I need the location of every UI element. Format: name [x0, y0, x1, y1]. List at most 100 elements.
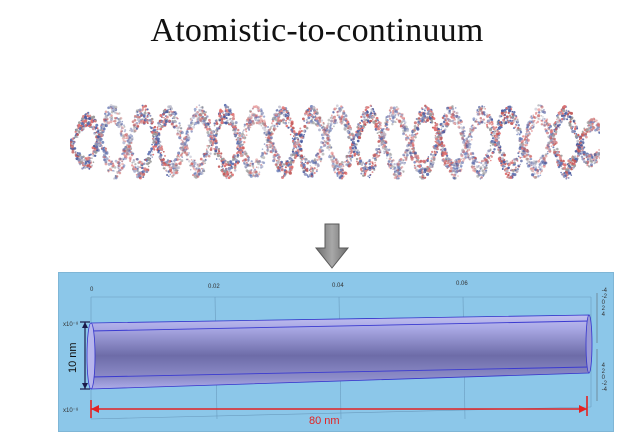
atom — [82, 155, 85, 158]
atom — [288, 156, 292, 160]
atom — [149, 125, 152, 128]
atom — [421, 175, 423, 178]
atom — [233, 169, 237, 172]
atom — [468, 148, 471, 151]
atom — [387, 148, 391, 152]
atom — [401, 127, 404, 130]
atom — [308, 169, 311, 171]
atom — [324, 132, 327, 135]
atom — [121, 120, 124, 123]
atom — [478, 107, 481, 111]
atom — [91, 157, 93, 159]
atom — [296, 154, 299, 157]
atom — [533, 172, 536, 174]
atom — [521, 147, 524, 150]
atom — [481, 164, 485, 167]
atom — [407, 137, 410, 140]
atom — [498, 125, 502, 130]
atom — [446, 117, 450, 121]
atom — [175, 112, 178, 115]
atom — [269, 140, 272, 143]
atom — [74, 135, 77, 139]
atom — [138, 176, 141, 179]
atom — [80, 158, 84, 162]
atom — [234, 134, 236, 137]
atom — [264, 126, 267, 129]
atom — [581, 138, 585, 141]
atom — [411, 152, 414, 155]
atom — [119, 132, 123, 135]
atom — [112, 162, 115, 165]
atom — [261, 122, 265, 126]
atom — [108, 116, 112, 119]
atom — [356, 125, 359, 129]
atom — [220, 157, 224, 161]
atom — [211, 137, 214, 140]
atom — [104, 147, 108, 150]
atom — [395, 176, 398, 179]
atom — [126, 139, 129, 142]
atom — [450, 115, 453, 119]
atom — [150, 153, 153, 156]
atom — [170, 166, 173, 169]
atom — [571, 162, 574, 165]
atom — [240, 148, 243, 151]
atom — [334, 171, 337, 174]
atom — [207, 146, 210, 149]
atom — [530, 116, 534, 120]
atom — [316, 121, 320, 125]
atom — [489, 144, 492, 147]
atom — [308, 111, 310, 113]
atom — [132, 123, 136, 127]
atom — [321, 152, 325, 156]
atom — [290, 168, 293, 171]
atom — [162, 150, 165, 153]
atom — [243, 161, 245, 164]
atom — [369, 116, 372, 119]
atom — [471, 151, 475, 155]
atom — [239, 146, 241, 149]
atom — [429, 153, 433, 156]
atom — [340, 160, 344, 164]
atom — [332, 125, 335, 128]
atom — [362, 124, 366, 128]
atom — [331, 163, 334, 166]
atom — [595, 119, 598, 122]
atom — [278, 105, 281, 109]
atom — [327, 131, 331, 134]
atom — [483, 122, 486, 125]
atom — [377, 119, 379, 122]
atom — [350, 160, 352, 162]
atom — [386, 157, 388, 159]
atom — [118, 117, 122, 121]
atom — [138, 115, 141, 119]
atom — [248, 120, 251, 124]
atom — [174, 171, 178, 174]
atom — [263, 119, 266, 122]
atom — [416, 127, 420, 131]
atom — [491, 137, 494, 140]
atom — [74, 152, 77, 154]
atom — [308, 122, 311, 124]
atom — [350, 149, 354, 154]
atom — [246, 154, 249, 158]
atom — [139, 120, 143, 124]
atom — [362, 111, 365, 114]
atom — [442, 125, 445, 128]
atom — [74, 151, 77, 153]
atom — [537, 170, 540, 173]
atom — [435, 137, 438, 141]
atom — [222, 160, 225, 163]
atom — [303, 129, 306, 133]
atom — [167, 108, 170, 111]
atom — [295, 147, 298, 149]
atom — [491, 151, 494, 155]
atom — [94, 154, 97, 157]
atom — [96, 135, 100, 139]
atom — [516, 133, 518, 136]
atom — [325, 128, 329, 132]
atom — [231, 125, 234, 127]
atom — [271, 124, 275, 127]
atom — [307, 175, 310, 178]
atom — [104, 112, 107, 115]
